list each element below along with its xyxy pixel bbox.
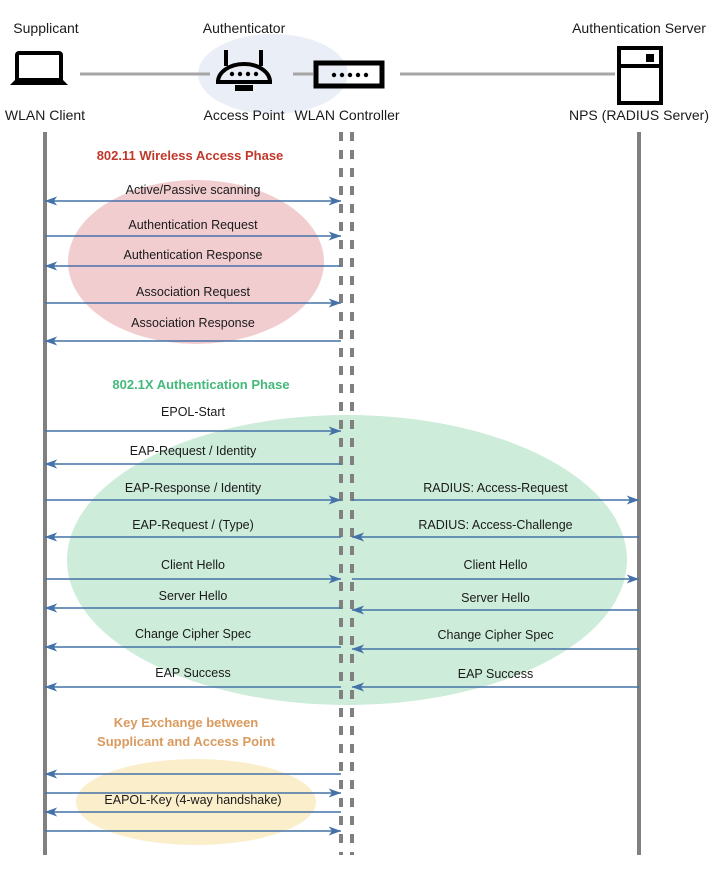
message-label: Authentication Response [123,248,263,262]
message-arrows [44,196,640,836]
phase-title-line: 802.1X Authentication Phase [112,377,290,392]
phase-title-line: 802.11 Wireless Access Phase [96,148,284,163]
message-label: Change Cipher Spec [134,627,252,641]
topology-band [10,34,663,114]
authenticator-group-ellipse [198,34,348,114]
phase-title-line: Supplicant and Access Point [97,734,275,749]
message-label: Association Request [136,285,250,299]
phase-title-line: Key Exchange between [113,715,259,730]
actor-device-auth-server: NPS (RADIUS Server) [568,107,710,123]
message-label: RADIUS: Access-Challenge [418,518,573,532]
message-label: EAP-Response / Identity [124,481,262,495]
actor-device-access-point: Access Point [203,107,285,123]
server-rack-icon [617,46,663,105]
message-label: Client Hello [161,558,225,572]
message-label: Authentication Request [128,218,258,232]
actor-device-wlan-controller: WLAN Controller [294,107,400,123]
phase-8021x-title: 802.1X Authentication Phase [112,375,289,394]
actor-role-access-point: Authenticator [202,20,286,36]
phase-80211-title: 802.11 Wireless Access Phase [97,146,284,165]
message-label: EAPOL-Key (4-way handshake) [104,793,282,807]
message-label: Client Hello [463,558,528,572]
laptop-icon [10,51,68,85]
lifelines [43,132,641,855]
message-label: EPOL-Start [161,405,225,419]
wlan-controller-icon [313,60,385,89]
message-label: RADIUS: Access-Request [423,481,568,495]
message-label: Server Hello [158,589,228,603]
message-label: EAP-Request / Identity [129,444,257,458]
message-label: Server Hello [461,591,530,605]
message-label: Active/Passive scanning [125,183,261,197]
actor-role-auth-server: Authentication Server [572,20,706,36]
phase-key-exchange-ellipse [76,759,316,845]
message-label: Change Cipher Spec [437,628,554,642]
access-point-icon [215,50,273,91]
message-label: EAP Success [457,667,534,681]
message-label: EAP-Request / (Type) [132,518,254,532]
phase-8021x-ellipse [67,415,627,705]
actor-role-supplicant: Supplicant [13,20,79,36]
message-label: Association Response [131,316,255,330]
message-label: EAP Success [155,666,231,680]
actor-device-supplicant: WLAN Client [4,107,86,123]
